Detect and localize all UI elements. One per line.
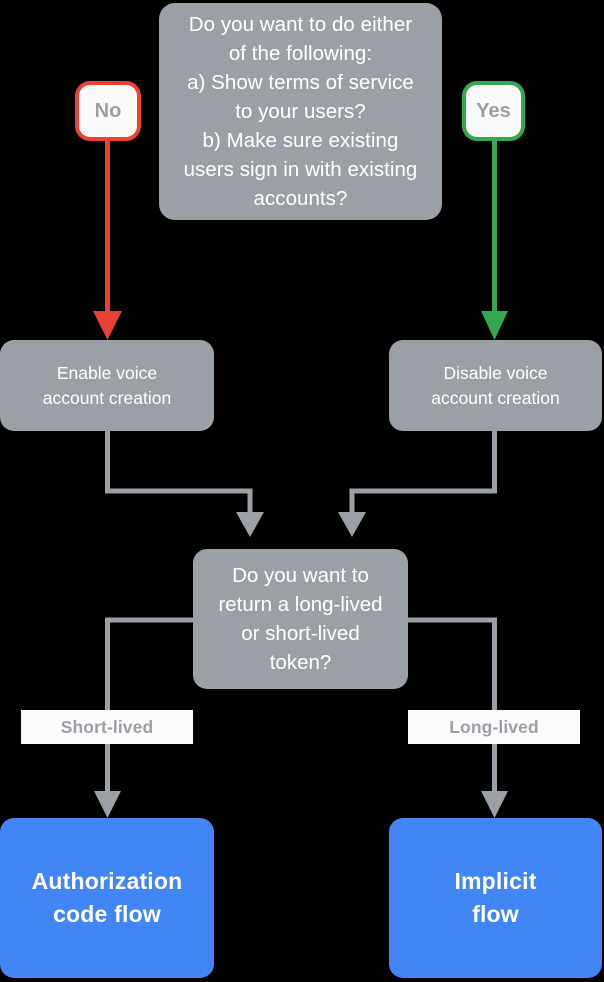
implicit-flow-text: Implicit flow [454,868,537,927]
terminal-node-authorization-code-flow: Authorization code flow [0,818,214,978]
decision-node-terms-and-existing-users: Do you want to do either of the followin… [159,3,442,220]
process-node-disable-voice-account-creation: Disable voice account creation [389,340,602,431]
edge-label-short-lived: Short-lived [21,710,193,744]
edge-yes-to-disable [481,141,508,340]
terminal-node-implicit-flow: Implicit flow [389,818,602,978]
edge-disable-to-decision2 [338,431,497,537]
edge-enable-to-decision2 [105,431,264,537]
decision-node-2-text: Do you want to return a long-lived or sh… [218,564,383,674]
decision-node-1-text: Do you want to do either of the followin… [183,13,418,210]
branch-badge-no-label: No [94,99,122,122]
edge-no-to-enable [93,141,122,340]
branch-badge-yes-label: Yes [476,99,511,122]
disable-voice-text: Disable voice account creation [431,362,560,408]
edge-label-short-lived-text: Short-lived [60,716,154,737]
process-node-enable-voice-account-creation: Enable voice account creation [0,340,214,431]
branch-badge-yes: Yes [462,81,525,141]
edge-label-long-lived: Long-lived [408,710,580,744]
branch-badge-no: No [75,81,141,141]
edge-label-long-lived-text: Long-lived [449,716,539,737]
decision-node-token-lifetime: Do you want to return a long-lived or sh… [193,549,408,689]
authorization-code-flow-text: Authorization code flow [31,868,183,927]
enable-voice-text: Enable voice account creation [42,362,172,408]
